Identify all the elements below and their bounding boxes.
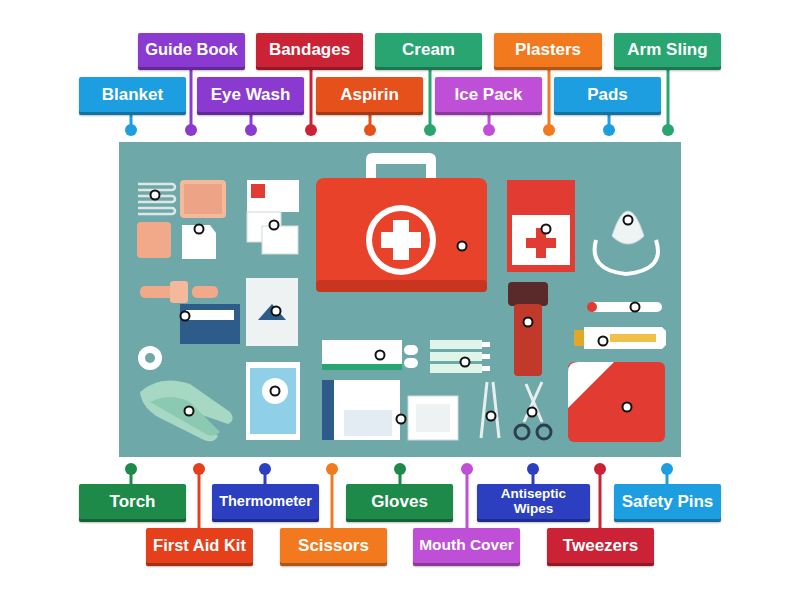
label-box: Torch bbox=[79, 484, 186, 522]
blanket bbox=[568, 362, 665, 442]
label-box: Scissors bbox=[280, 528, 387, 566]
eye-wash bbox=[430, 340, 490, 373]
tweezers bbox=[481, 382, 499, 438]
label-box: Arm Sling bbox=[614, 33, 721, 70]
label-text: Torch bbox=[105, 493, 161, 514]
label-box: Guide Book bbox=[138, 33, 245, 70]
label-box: Blanket bbox=[79, 77, 186, 115]
bandages bbox=[137, 180, 226, 259]
label-text: Eye Wash bbox=[206, 86, 296, 107]
antiseptic-wipes bbox=[247, 180, 299, 254]
label-box: Mouth Cover bbox=[413, 528, 520, 566]
label-text: Bandages bbox=[264, 41, 355, 62]
ice-pack bbox=[246, 362, 300, 440]
image-background bbox=[119, 142, 681, 457]
label-text: Guide Book bbox=[140, 41, 243, 61]
label-box: Safety Pins bbox=[614, 484, 721, 522]
image-markers bbox=[151, 191, 640, 424]
first-aid-case bbox=[316, 153, 487, 292]
label-box: Ice Pack bbox=[435, 77, 542, 115]
label-text: Pads bbox=[582, 86, 633, 107]
label-text: First Aid Kit bbox=[148, 537, 251, 557]
safety-pins bbox=[138, 184, 175, 214]
label-text: Blanket bbox=[97, 86, 168, 107]
label-box: Bandages bbox=[256, 33, 363, 70]
first-aid-manual bbox=[507, 180, 575, 272]
label-box: Plasters bbox=[494, 33, 602, 70]
label-box: Cream bbox=[375, 33, 482, 70]
label-text: Thermometer bbox=[214, 494, 317, 512]
label-box: Eye Wash bbox=[197, 77, 304, 115]
mouth-cover bbox=[595, 211, 658, 274]
plasters bbox=[138, 281, 240, 370]
label-text: Cream bbox=[397, 41, 460, 62]
label-text: Tweezers bbox=[558, 537, 643, 558]
label-box: Gloves bbox=[346, 484, 453, 522]
scissors bbox=[515, 382, 551, 439]
label-box: Aspirin bbox=[316, 77, 423, 115]
label-text: Antiseptic Wipes bbox=[477, 487, 590, 518]
thermometer bbox=[587, 302, 662, 312]
label-box: Tweezers bbox=[547, 528, 654, 566]
label-box: Antiseptic Wipes bbox=[477, 484, 590, 522]
torch bbox=[508, 282, 548, 376]
label-text: Plasters bbox=[510, 41, 586, 62]
label-text: Safety Pins bbox=[617, 493, 719, 514]
label-text: Arm Sling bbox=[622, 41, 712, 62]
label-box: First Aid Kit bbox=[146, 528, 253, 566]
label-text: Scissors bbox=[293, 537, 374, 558]
label-text: Aspirin bbox=[335, 86, 404, 107]
cream-tube bbox=[574, 327, 666, 349]
gloves bbox=[140, 380, 233, 441]
triangular-bandage bbox=[246, 278, 298, 346]
aspirin-box bbox=[322, 340, 418, 370]
label-text: Gloves bbox=[366, 493, 433, 514]
gauze-pads bbox=[322, 380, 458, 440]
label-text: Mouth Cover bbox=[414, 537, 519, 556]
label-box: Pads bbox=[554, 77, 661, 115]
label-box: Thermometer bbox=[212, 484, 319, 522]
label-text: Ice Pack bbox=[449, 86, 527, 107]
